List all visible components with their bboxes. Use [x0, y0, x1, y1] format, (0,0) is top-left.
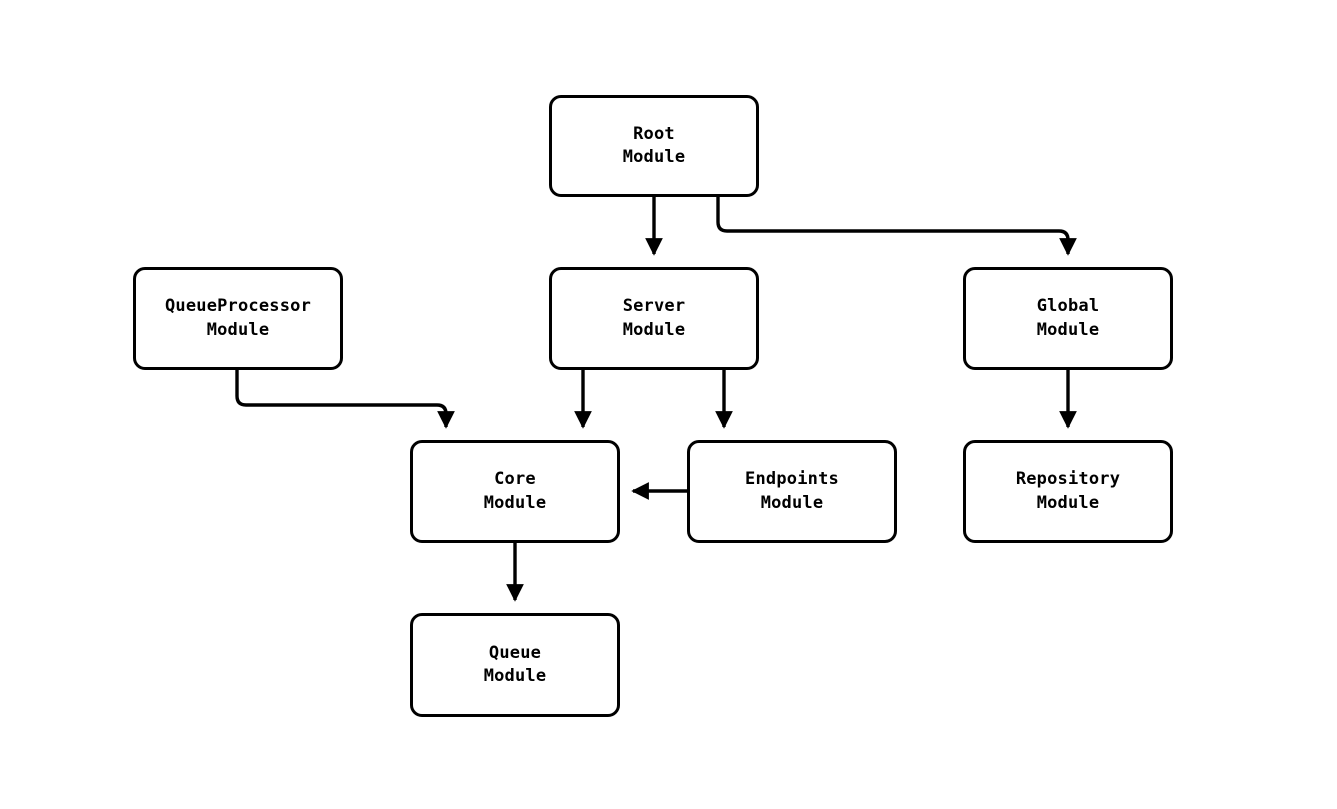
node-repository-module-label: Repository Module — [1015, 469, 1121, 513]
node-global-module[interactable]: Global Module — [963, 267, 1173, 370]
node-endpoints-module-label: Endpoints Module — [745, 469, 839, 513]
edge-queueprocessor-core — [235, 370, 455, 429]
node-core-module-label: Core Module — [483, 469, 547, 513]
edge-root-global — [716, 197, 1077, 256]
node-core-module[interactable]: Core Module — [410, 440, 620, 543]
node-queueprocessor-module-label: QueueProcessor Module — [164, 296, 312, 340]
node-server-module[interactable]: Server Module — [549, 267, 759, 370]
node-queueprocessor-module[interactable]: QueueProcessor Module — [133, 267, 343, 370]
node-endpoints-module[interactable]: Endpoints Module — [687, 440, 897, 543]
node-queue-module-label: Queue Module — [483, 642, 547, 686]
node-repository-module[interactable]: Repository Module — [963, 440, 1173, 543]
node-server-module-label: Server Module — [622, 296, 686, 340]
node-root-module-label: Root Module — [622, 123, 686, 167]
node-global-module-label: Global Module — [1036, 296, 1100, 340]
node-root-module[interactable]: Root Module — [549, 95, 759, 197]
node-queue-module[interactable]: Queue Module — [410, 613, 620, 717]
